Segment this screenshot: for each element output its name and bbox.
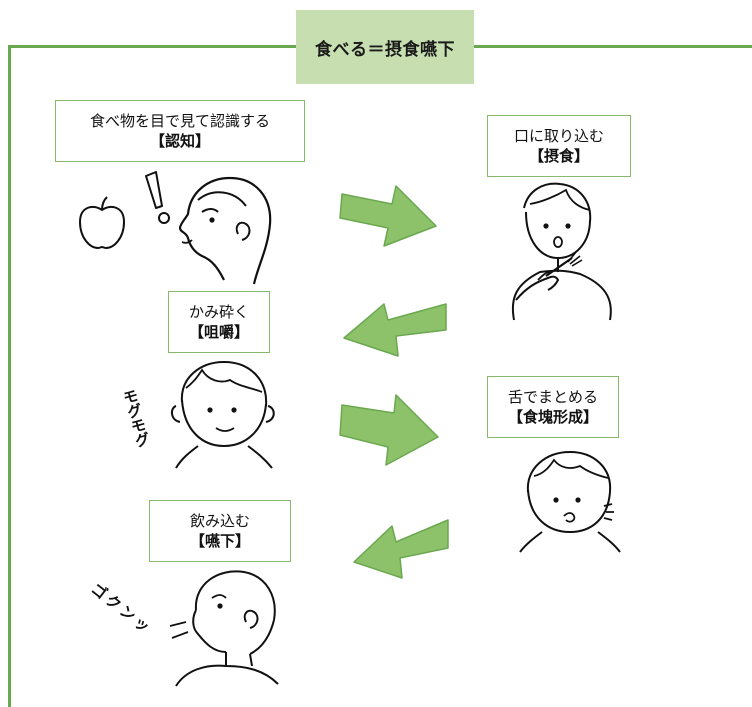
stage-enge-action: 飲み込む <box>189 511 250 530</box>
frame-top-right <box>472 45 752 48</box>
frame-left <box>8 45 11 707</box>
person-looking-illustration <box>178 176 272 285</box>
stage-enge-name: 【嚥下】 <box>189 532 250 550</box>
stage-sesshoku-label: 口に取り込む 【摂食】 <box>487 115 631 177</box>
chewing-sound-effect: モグモグ <box>119 386 153 450</box>
apple-icon <box>78 196 126 250</box>
diagram-title: 食べる＝摂食嚥下 <box>296 10 474 84</box>
person-tongue-illustration <box>519 450 621 553</box>
arrow-right-2 <box>339 394 439 466</box>
stage-sesshoku-name: 【摂食】 <box>528 147 589 165</box>
stage-ninchi-label: 食べ物を目で見て認識する 【認知】 <box>55 100 305 162</box>
stage-sesshoku-action: 口に取り込む <box>513 126 604 145</box>
arrow-right-1 <box>339 185 437 247</box>
stage-soshaku-name: 【咀嚼】 <box>188 323 249 341</box>
frame-top-left <box>8 45 298 48</box>
stage-enge-label: 飲み込む 【嚥下】 <box>149 500 291 562</box>
stage-ninchi-name: 【認知】 <box>149 132 210 150</box>
stage-shokkai-action: 舌でまとめる <box>507 387 598 406</box>
swallowing-sound-effect: ゴクンッ <box>87 579 156 639</box>
arrow-left-2 <box>353 519 449 579</box>
exclamation-icon <box>145 171 170 224</box>
person-swallowing-illustration <box>169 570 279 687</box>
stage-shokkai-name: 【食塊形成】 <box>507 408 598 426</box>
person-chewing-illustration <box>170 360 275 469</box>
stage-ninchi-action: 食べ物を目で見て認識する <box>89 111 270 130</box>
stage-soshaku-action: かみ砕く <box>188 302 249 321</box>
stage-shokkai-label: 舌でまとめる 【食塊形成】 <box>487 376 619 438</box>
stage-soshaku-label: かみ砕く 【咀嚼】 <box>168 291 270 353</box>
person-eating-illustration <box>511 182 612 321</box>
arrow-left-1 <box>343 303 447 357</box>
